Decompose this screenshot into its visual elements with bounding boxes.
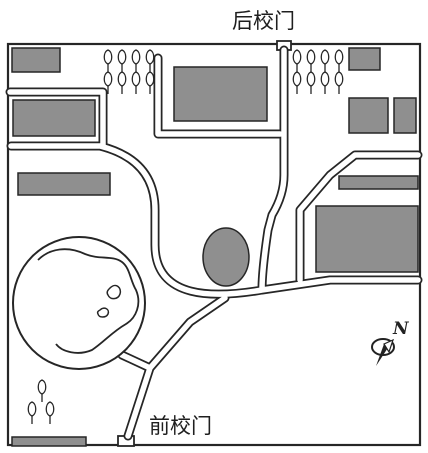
tree-icon — [334, 49, 344, 72]
road-fill — [7, 47, 421, 439]
tree-icon — [320, 49, 330, 72]
building-right-a — [348, 97, 389, 134]
tree-icon — [320, 71, 330, 94]
tree-icon — [103, 71, 113, 94]
buildings — [11, 47, 419, 447]
tree-icon — [27, 401, 37, 424]
trees — [27, 49, 344, 424]
building-right-large — [315, 205, 419, 273]
building-left-lower — [17, 172, 111, 196]
front-gate-label: 前校门 — [149, 414, 212, 438]
road-network — [5, 45, 423, 441]
back-gate-label: 后校门 — [232, 9, 295, 33]
tree-icon — [131, 49, 141, 72]
pond-icon — [37, 248, 140, 354]
building-top-left — [11, 47, 61, 73]
tree-icon — [131, 71, 141, 94]
tree-icon — [45, 401, 55, 424]
building-left-middle — [12, 99, 96, 137]
tree-icon — [145, 71, 155, 94]
tree-icon — [117, 71, 127, 94]
tree-icon — [306, 49, 316, 72]
building-right-b — [393, 97, 417, 134]
building-right-strip — [338, 175, 419, 190]
tree-icon — [103, 49, 113, 72]
tree-icon — [117, 49, 127, 72]
building-top-right — [348, 47, 381, 71]
pond-garden — [12, 236, 146, 370]
tree-icon — [306, 71, 316, 94]
tree-icon — [334, 71, 344, 94]
compass-rose-icon: N — [371, 319, 410, 366]
north-label: N — [392, 319, 410, 339]
building-bottom-left — [11, 436, 87, 447]
campus-boundary — [6, 42, 422, 447]
tree-icon — [145, 49, 155, 72]
tree-icon — [292, 71, 302, 94]
building-center-top — [173, 66, 268, 122]
building-oval — [202, 227, 250, 287]
tree-icon — [292, 49, 302, 72]
pond-island-small — [106, 284, 122, 300]
tree-icon — [37, 379, 47, 402]
garden-circle — [12, 236, 146, 370]
pond-island-tiny — [96, 307, 110, 318]
